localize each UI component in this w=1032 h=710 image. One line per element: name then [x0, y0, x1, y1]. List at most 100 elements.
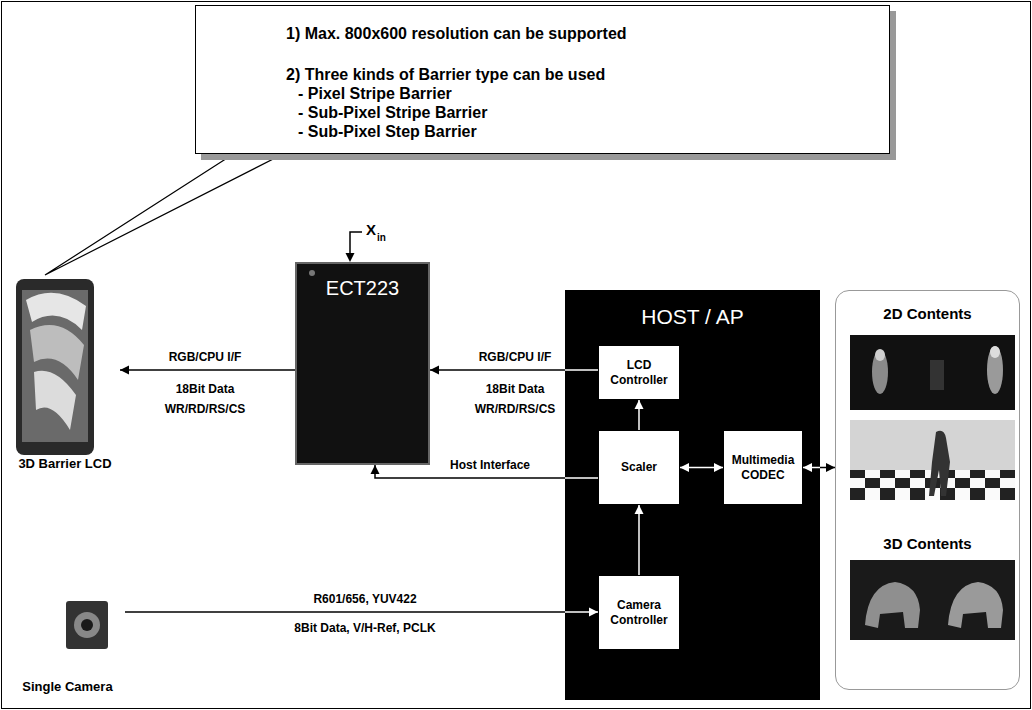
node-text: Scaler — [621, 460, 657, 475]
interface-name: RGB/CPU I/F — [169, 350, 242, 364]
connector — [120, 366, 295, 375]
arrow-head — [371, 465, 380, 474]
content-2d-picture-2 — [850, 420, 1015, 500]
box-text-wrap: Scaler — [621, 460, 657, 475]
contents-panel: 2D Contents 3D Contents — [835, 290, 1020, 690]
connector — [430, 366, 598, 375]
connector-part — [635, 505, 644, 575]
box-text-wrap: Camera Controller — [605, 598, 673, 628]
arrow-head — [635, 505, 644, 514]
callout-box: 1) Max. 800x600 resolution can be suppor… — [195, 5, 890, 154]
connector-part — [635, 400, 644, 430]
elephant-picture — [948, 582, 1003, 628]
picture — [987, 346, 1003, 394]
arrow-head — [589, 608, 598, 617]
clock-input-line — [350, 232, 362, 254]
connector-part — [635, 400, 644, 430]
arrow-head — [680, 463, 689, 472]
camera-lens — [74, 612, 100, 638]
box-text-wrap: LCD Controller — [605, 358, 673, 388]
connector — [635, 505, 644, 575]
node-text: Camera Controller — [605, 598, 673, 628]
connector-part — [803, 463, 835, 472]
arrow-head — [680, 463, 689, 472]
lcd-illustration — [16, 279, 94, 455]
connector-line — [638, 505, 640, 575]
elephant-picture — [865, 582, 920, 628]
connector-part — [680, 463, 723, 472]
connector-part — [565, 465, 598, 478]
connector-line — [125, 611, 598, 613]
connector-line — [638, 505, 640, 575]
picture — [990, 346, 1000, 358]
picture — [872, 350, 888, 394]
interface-name: RGB/CPU I/F — [479, 350, 552, 364]
picture — [850, 335, 1015, 410]
node-text: - Sub-Pixel Step Barrier — [286, 122, 879, 141]
connector-part — [803, 463, 820, 472]
signal-names: 8Bit Data, V/H-Ref, PCLK — [294, 621, 435, 635]
picture — [875, 349, 885, 361]
camera-illustration — [66, 601, 108, 649]
node-text: Single Camera — [10, 679, 125, 695]
clock-input-subscript: in — [377, 232, 386, 244]
node-text: 3D Contents — [836, 535, 1019, 553]
connector-part — [680, 463, 723, 472]
clock-input-head — [346, 253, 355, 262]
connector — [635, 400, 644, 430]
connector-part — [565, 608, 598, 617]
figure-picture — [929, 431, 950, 496]
edge-label: Host Interface — [448, 458, 532, 473]
connector-line — [565, 369, 598, 371]
node-text: - Sub-Pixel Stripe Barrier — [286, 103, 879, 122]
node-text: 3D Barrier LCD — [10, 456, 120, 472]
arrow-head — [635, 505, 644, 514]
clock-input-name: X — [366, 221, 376, 239]
connector-line — [120, 369, 295, 371]
shell-picture — [34, 371, 76, 430]
node-text: HOST / AP — [565, 304, 820, 329]
connector — [680, 463, 723, 472]
picture — [850, 560, 1015, 640]
arrow-head — [803, 463, 812, 472]
arrow-head — [826, 463, 835, 472]
box-text-wrap: Multimedia CODEC — [730, 453, 796, 483]
node-text: Multimedia CODEC — [730, 453, 796, 483]
chip-box: ECT223 — [295, 262, 430, 465]
connector — [125, 608, 598, 617]
callout-tail — [45, 153, 285, 275]
host-ground — [565, 290, 820, 700]
controller-box: LCD Controller — [598, 345, 680, 400]
arrow-head — [635, 400, 644, 409]
signal-names: WR/RD/RS/CS — [165, 402, 246, 416]
shell-picture — [26, 293, 86, 330]
content-2d-picture-1 — [850, 335, 1015, 410]
arrow-head — [714, 463, 723, 472]
bus-width: 18Bit Data — [486, 382, 545, 396]
content-3d-picture — [850, 560, 1015, 640]
arrow-head — [803, 463, 812, 472]
controller-box: Camera Controller — [598, 575, 680, 650]
node-text: LCD Controller — [605, 358, 673, 388]
callout-tail-line — [45, 153, 285, 275]
arrow-head — [714, 463, 723, 472]
codec-box: Multimedia CODEC — [723, 430, 803, 505]
picture — [930, 360, 944, 390]
signal-names: WR/RD/RS/CS — [475, 402, 556, 416]
camera-body — [66, 601, 108, 649]
lcd-screen — [22, 290, 88, 442]
camera-lens — [81, 619, 93, 631]
connector-part — [430, 366, 598, 375]
scaler-box: Scaler — [598, 430, 680, 505]
node-text: 1) Max. 800x600 resolution can be suppor… — [286, 24, 879, 43]
arrow-head — [589, 608, 598, 617]
node-text: 2D Contents — [836, 305, 1019, 323]
node-text: 2) Three kinds of Barrier type can be us… — [286, 65, 879, 84]
connector — [45, 153, 285, 275]
camera-unit: Single Camera — [10, 595, 125, 695]
lcd-housing — [16, 279, 94, 455]
connector-part — [565, 366, 598, 375]
arrow-head — [120, 366, 129, 375]
host-box: HOST / AP LCD ControllerScaler Multimedia … — [565, 290, 820, 700]
